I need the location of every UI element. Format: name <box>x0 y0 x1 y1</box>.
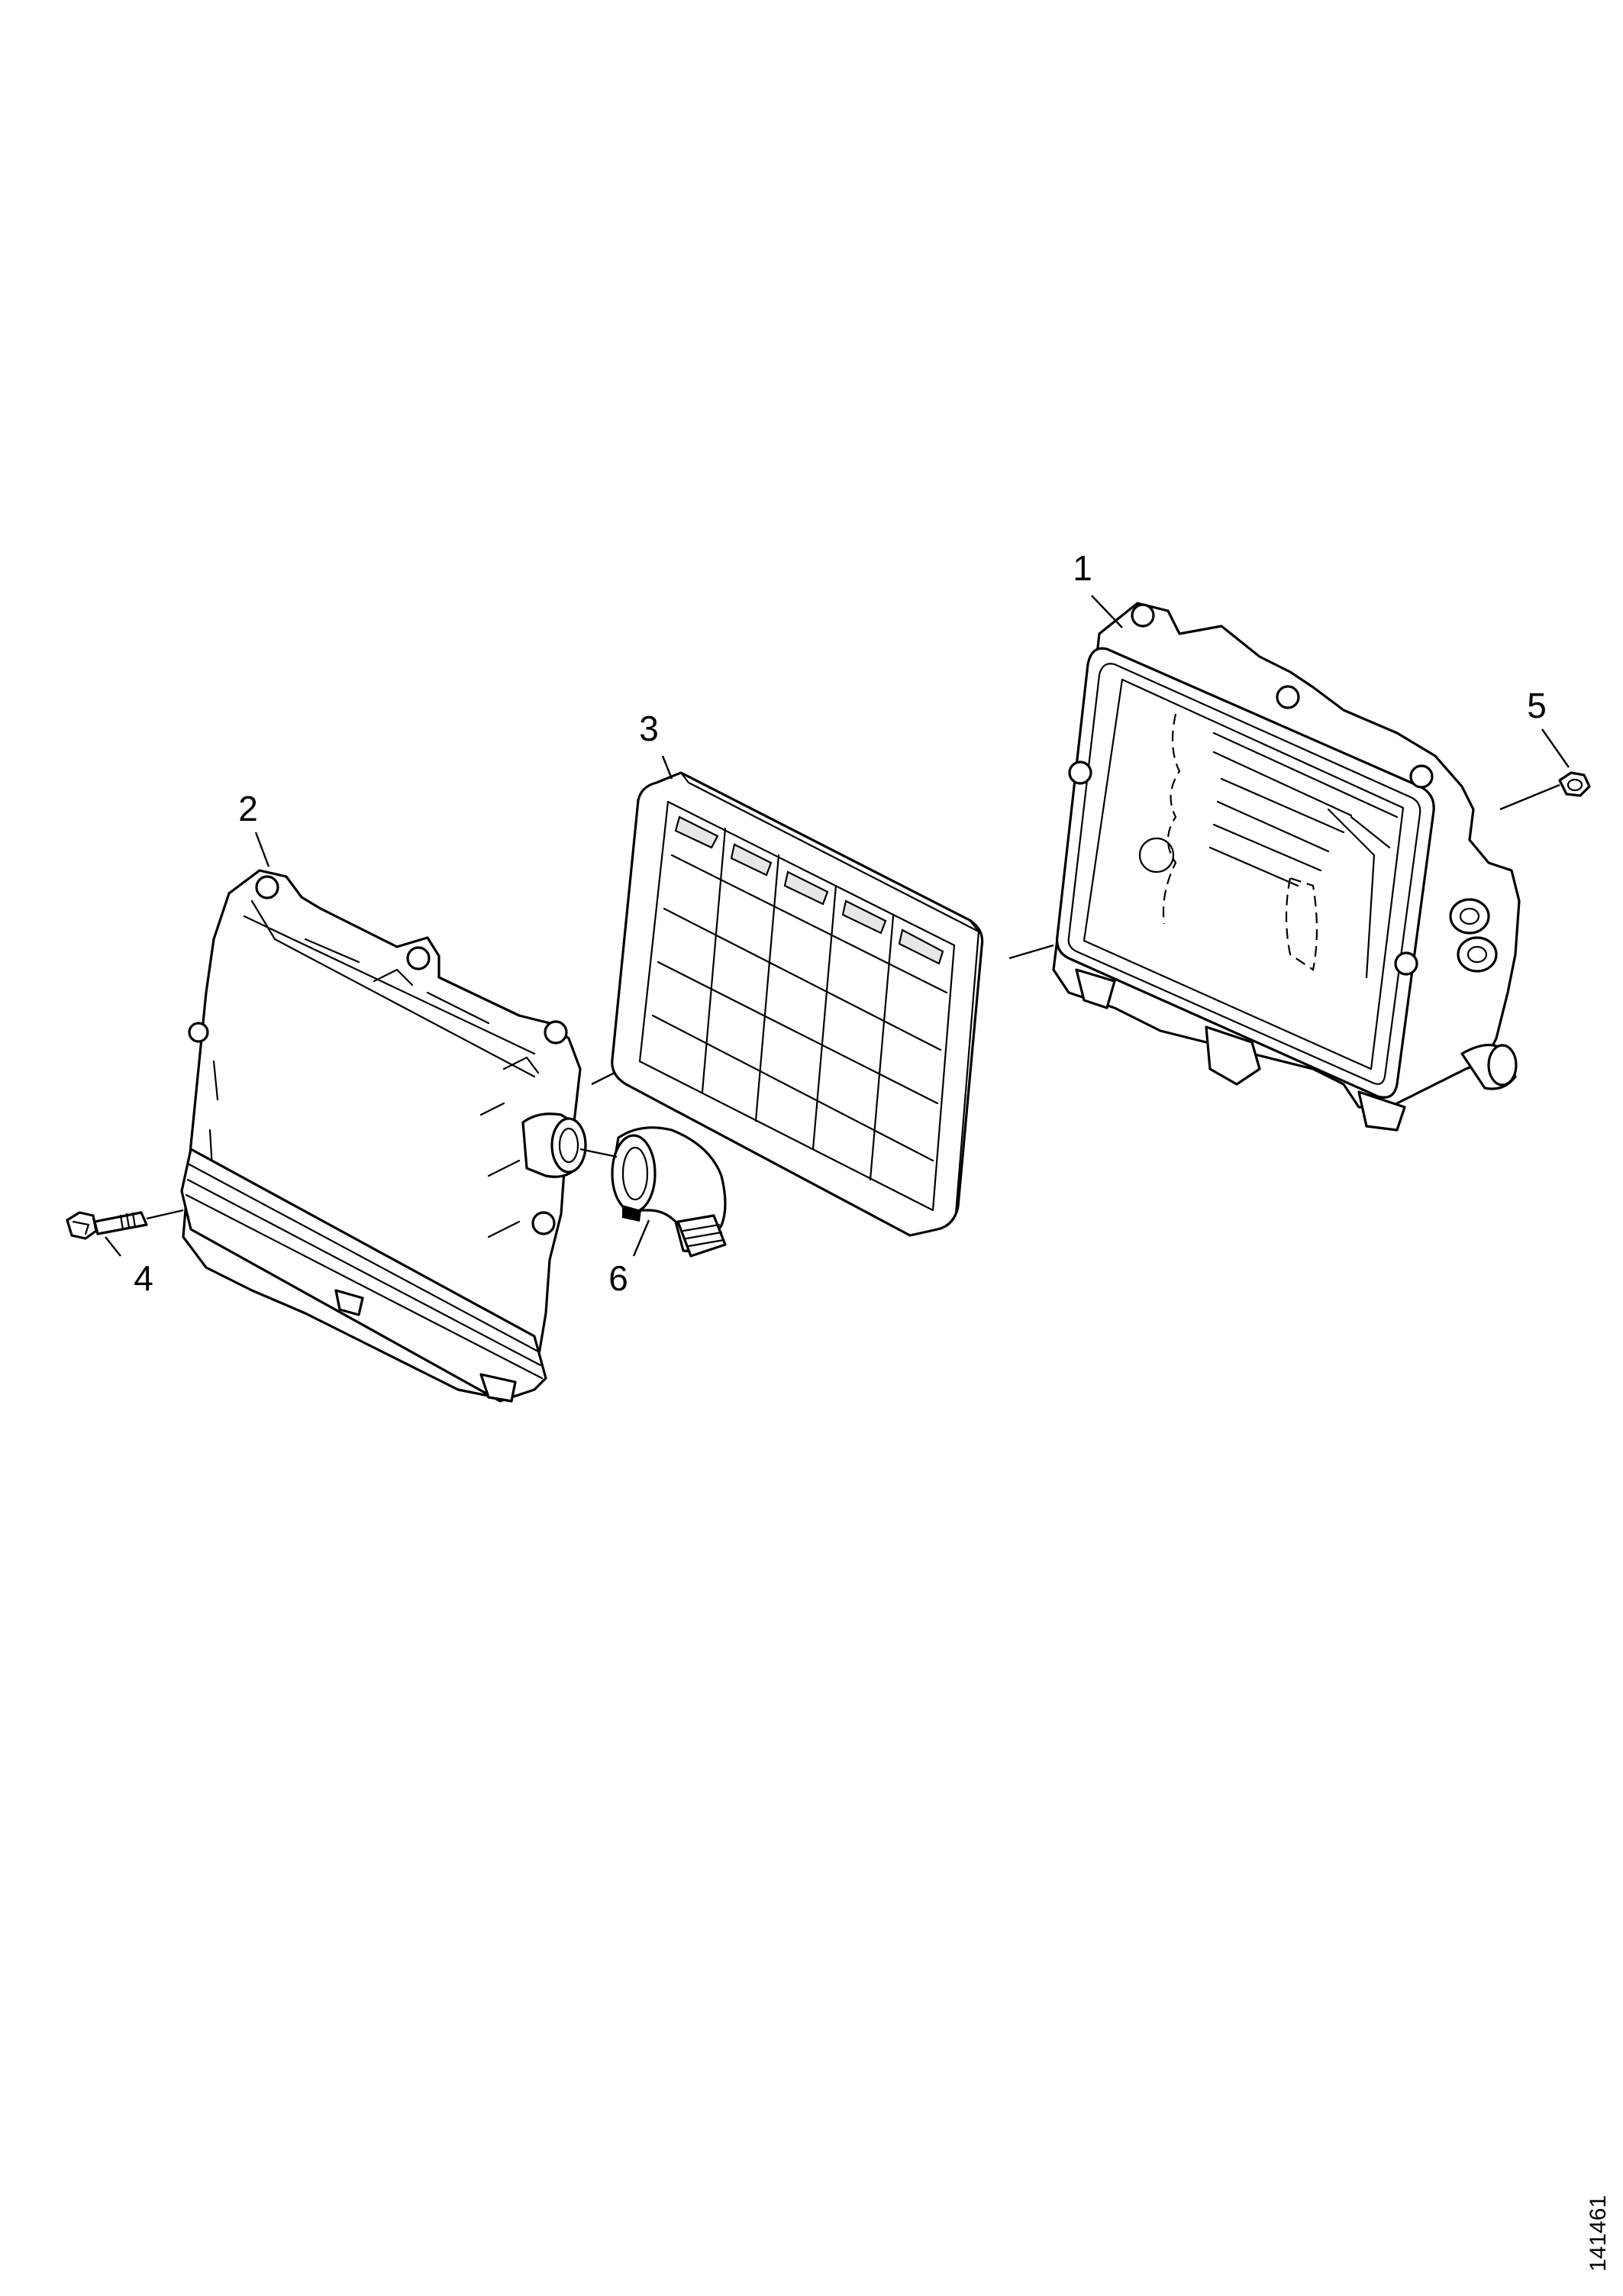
callout-3: 3 <box>639 709 659 748</box>
nut-icon <box>1558 771 1591 797</box>
callout-6: 6 <box>608 1258 628 1298</box>
bolt-icon <box>66 1211 148 1240</box>
figure-reference-number: 141461 <box>1586 2195 1611 2272</box>
callout-1: 1 <box>1073 548 1092 588</box>
leader-lines <box>105 595 1570 1257</box>
air-cleaner-cover-icon <box>180 869 587 1403</box>
callout-2: 2 <box>238 789 258 828</box>
air-cleaner-housing-lower-icon <box>1052 602 1521 1132</box>
elbow-hose-icon <box>611 1126 727 1258</box>
callout-4: 4 <box>134 1258 153 1298</box>
callout-labels: 1 2 3 4 5 6 <box>134 548 1547 1298</box>
air-filter-element-icon <box>611 771 984 1237</box>
callout-5: 5 <box>1527 686 1547 725</box>
